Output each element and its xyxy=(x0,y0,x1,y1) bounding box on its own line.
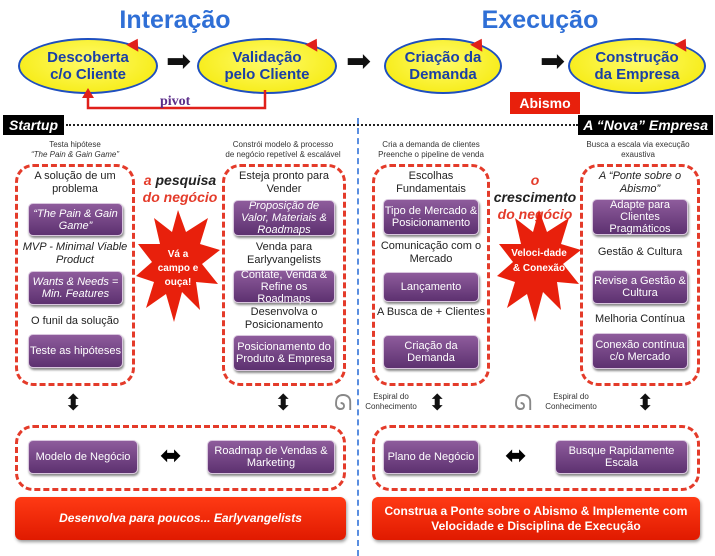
stage-label: Descoberta c/o Cliente xyxy=(47,49,129,83)
stage-validacao: Validação pelo Cliente xyxy=(197,35,337,94)
phase-box-construcao xyxy=(580,164,700,386)
timeline-end: A “Nova” Empresa xyxy=(578,115,713,135)
double-arrow-vertical-icon: ⬍ xyxy=(64,390,83,415)
box-text: Escolhas Fundamentais xyxy=(396,170,466,195)
stage-label: Validação pelo Cliente xyxy=(224,49,310,83)
timeline-start: Startup xyxy=(3,115,64,135)
caption-1: Testa hipótese“The Pain & Gain Game” xyxy=(30,140,120,159)
pivot-loop-arrow xyxy=(82,88,267,110)
box-button[interactable]: Criação da Demanda xyxy=(383,335,479,369)
spiral-label: Espiral do Conhecimento xyxy=(545,392,597,411)
box-button[interactable]: Contate, Venda & Refine os Roadmaps xyxy=(233,269,335,305)
box-button[interactable]: “The Pain & Gain Game” xyxy=(28,203,123,236)
phase-box-criacao xyxy=(372,164,490,386)
box-button[interactable]: Revise a Gestão & Cultura xyxy=(592,270,688,304)
box-button[interactable]: Wants & Needs = Min. Features xyxy=(28,271,123,305)
double-arrow-horizontal-icon: ⬌ xyxy=(505,440,527,470)
spiral-icon: ᘏ xyxy=(514,390,533,415)
box-button[interactable]: Conexão contínua c/o Mercado xyxy=(592,333,688,369)
abismo-badge: Abismo xyxy=(510,92,580,114)
phase-box-validacao xyxy=(222,164,346,386)
box-text: Comunicação com o Mercado xyxy=(380,240,482,265)
box-button[interactable]: Lançamento xyxy=(383,272,479,302)
double-arrow-vertical-icon: ⬍ xyxy=(274,390,293,415)
arrow-right-icon: ➡ xyxy=(346,45,372,78)
stage-descoberta: Descoberta c/o Cliente xyxy=(18,35,158,94)
box-button[interactable]: Tipo de Mercado & Posicionamento xyxy=(383,199,479,235)
starburst-text: Vá a campo e ouça! xyxy=(157,249,199,288)
double-arrow-horizontal-icon: ⬌ xyxy=(160,440,182,470)
timeline-line xyxy=(66,124,578,126)
double-arrow-vertical-icon: ⬍ xyxy=(428,390,447,415)
box-text: Melhoria Contínua xyxy=(595,313,685,325)
stage-label: Criação da Demanda xyxy=(404,49,482,83)
roadmap-button[interactable]: Roadmap de Vendas & Marketing xyxy=(207,440,335,474)
heading-interacao: Interação xyxy=(119,6,231,34)
spiral-label: Espiral do Conhecimento xyxy=(365,392,417,411)
box-button[interactable]: Adapte para Clientes Pragmáticos xyxy=(592,199,688,235)
stage-label: Construção da Empresa xyxy=(594,49,680,83)
arrow-right-icon: ➡ xyxy=(166,45,192,78)
box-text: Venda para Earlyvangelists xyxy=(247,241,321,266)
box-text: A solução de um problema xyxy=(34,170,116,195)
phase-box-descoberta xyxy=(15,164,135,386)
stage-criacao: Criação da Demanda xyxy=(384,35,502,94)
box-text: A Busca de + Clientes xyxy=(377,306,485,318)
bottom-box-right xyxy=(372,425,700,491)
box-text: MVP - Minimal Viable Product xyxy=(22,241,128,266)
divider-line xyxy=(357,118,359,556)
box-text: Esteja pronto para Vender xyxy=(239,170,329,195)
box-button[interactable]: Teste as hipóteses xyxy=(28,334,123,368)
footer-right-banner: Construa a Ponte sobre o Abismo & Implem… xyxy=(372,497,700,540)
starburst-icon xyxy=(497,210,581,322)
arrow-right-icon: ➡ xyxy=(540,45,566,78)
pivot-label: pivot xyxy=(160,94,191,109)
box-text: Gestão & Cultura xyxy=(597,246,683,258)
box-button[interactable]: Proposição de Valor, Materiais & Roadmap… xyxy=(233,200,335,236)
heading-execucao: Execução xyxy=(481,6,599,34)
box-text: A “Ponte sobre o Abismo” xyxy=(598,170,682,195)
plano-negocio-button[interactable]: Plano de Negócio xyxy=(383,440,479,474)
starburst-text: Veloci-dade & Conexão xyxy=(511,248,567,274)
box-button[interactable]: Posicionamento do Produto & Empresa xyxy=(233,335,335,371)
starburst-icon xyxy=(136,210,220,322)
footer-left-banner: Desenvolva para poucos... Earlyvangelist… xyxy=(15,497,346,540)
modelo-negocio-button[interactable]: Modelo de Negócio xyxy=(28,440,138,474)
spiral-icon: ᘏ xyxy=(334,390,353,415)
double-arrow-vertical-icon: ⬍ xyxy=(636,390,655,415)
box-text: O funil da solução xyxy=(30,315,120,327)
stage-construcao: Construção da Empresa xyxy=(568,35,706,94)
bottom-box-left xyxy=(15,425,346,491)
escala-button[interactable]: Busque Rapidamente Escala xyxy=(555,440,688,474)
box-text: Desenvolva o Posicionamento xyxy=(244,306,324,331)
